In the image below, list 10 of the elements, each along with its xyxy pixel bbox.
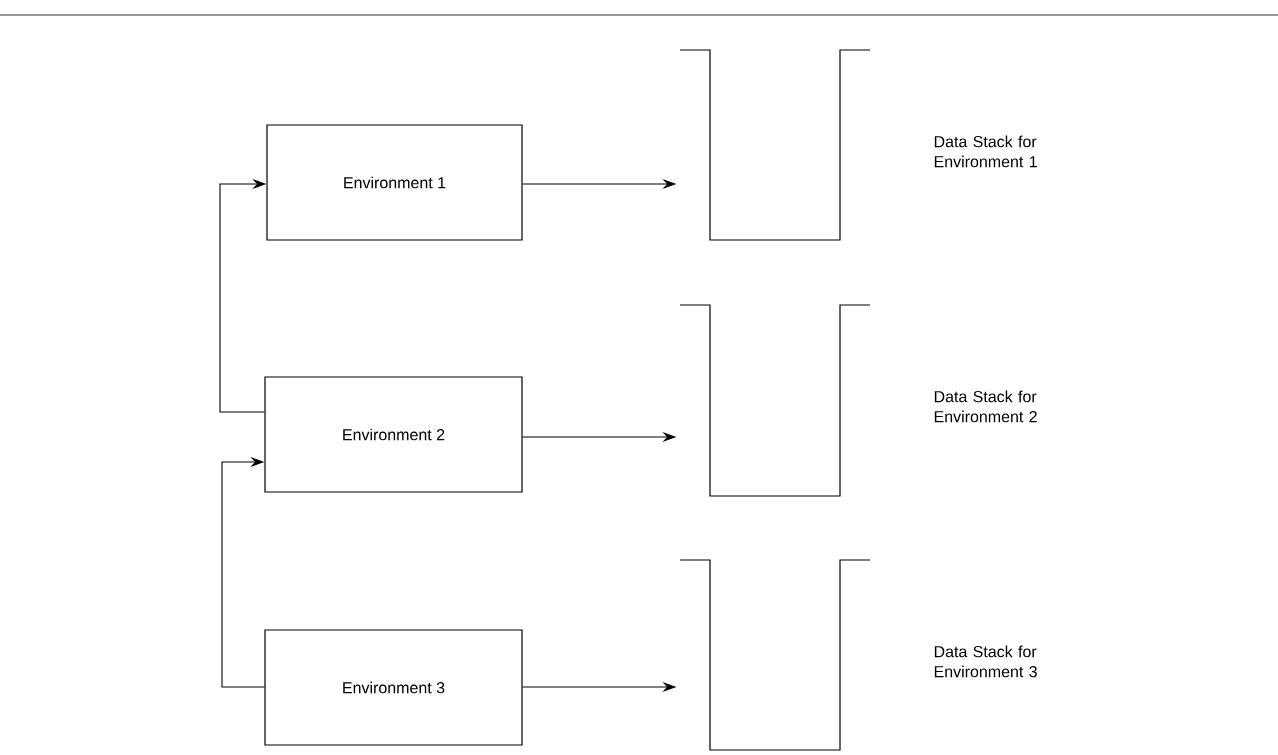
process-box: Environment 1	[266, 124, 523, 241]
process-box: Environment 3	[264, 629, 523, 746]
stack-label: Data Stack for Environment 1	[934, 135, 1037, 168]
stack-container	[679, 304, 871, 497]
stack-container	[679, 49, 871, 241]
arrow	[221, 456, 265, 688]
stack-label: Data Stack for Environment 3	[934, 645, 1037, 678]
stack-container	[679, 559, 871, 751]
stack-label: Data Stack for Environment 2	[934, 390, 1037, 423]
process-box: Environment 2	[264, 376, 523, 493]
